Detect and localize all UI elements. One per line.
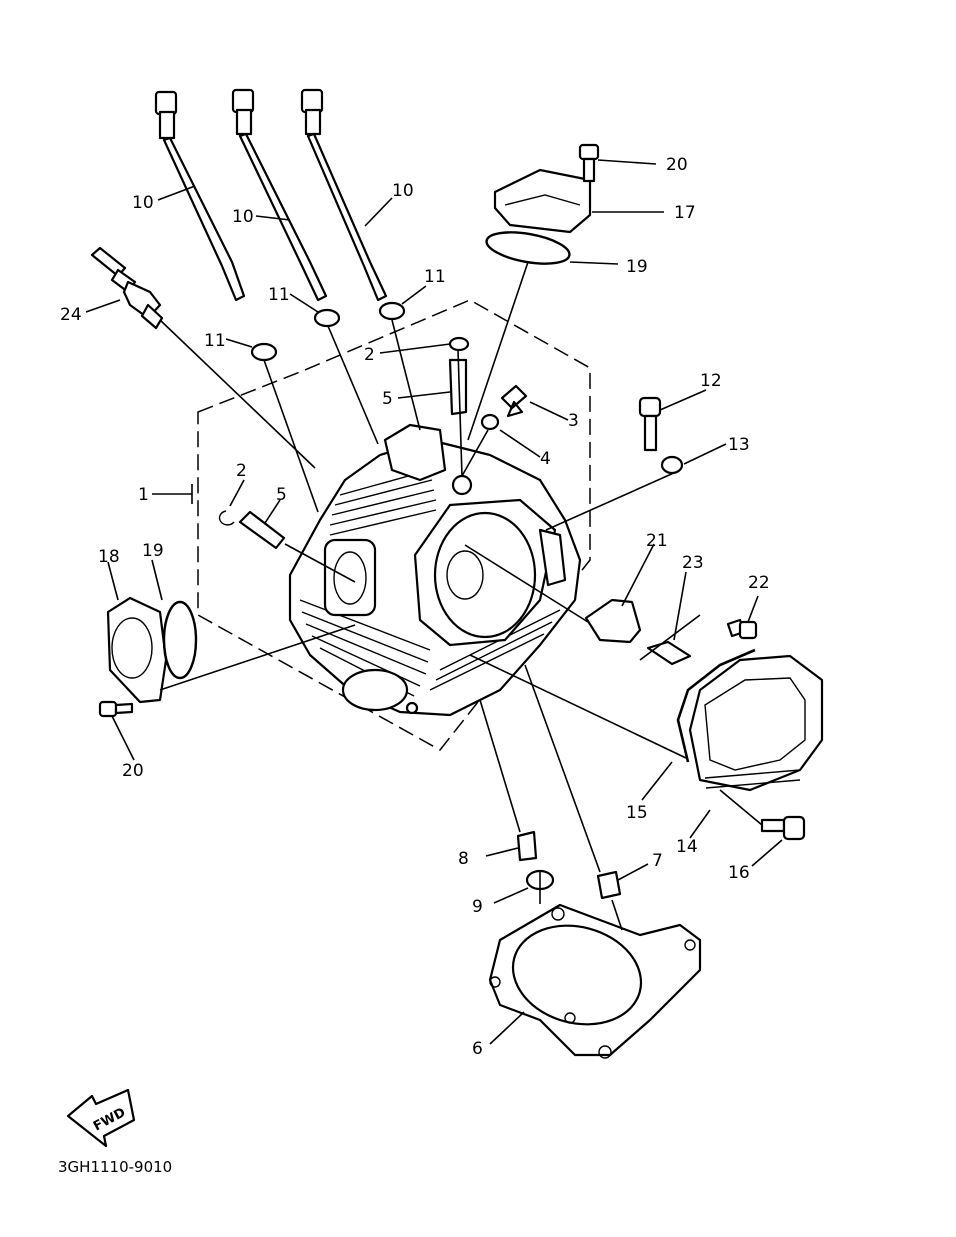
callout-20-top: 20 (666, 155, 688, 175)
cylinder-head (288, 423, 582, 717)
fwd-arrow-icon (66, 1088, 136, 1148)
callout-23: 23 (682, 553, 704, 573)
callout-21: 21 (646, 531, 668, 551)
callout-11-right: 11 (424, 267, 446, 287)
callouts: 10 10 10 11 11 11 24 2 5 3 4 12 13 1 2 5… (60, 155, 770, 1059)
callout-13: 13 (728, 435, 750, 455)
assembly-lines (159, 261, 763, 931)
callout-11-middle: 11 (268, 285, 290, 305)
callout-3: 3 (568, 411, 579, 431)
bolt-22 (726, 618, 758, 640)
head-gasket-6 (488, 903, 702, 1059)
valve-guide-5-left (238, 510, 286, 550)
callout-20-left: 20 (122, 761, 144, 781)
callout-19-left: 19 (142, 541, 164, 561)
callout-19-top: 19 (626, 257, 648, 277)
callout-24: 24 (60, 305, 82, 325)
callout-5-left: 5 (276, 485, 287, 505)
washer-11-middle (313, 308, 341, 328)
callout-10-middle: 10 (232, 207, 254, 227)
washer-11-left (250, 342, 278, 362)
callout-10-right: 10 (392, 181, 414, 201)
callout-9: 9 (472, 897, 483, 917)
callout-22: 22 (748, 573, 770, 593)
callout-7: 7 (652, 851, 663, 871)
spark-plug (90, 246, 164, 330)
washer-4 (480, 413, 500, 431)
callout-14: 14 (676, 837, 698, 857)
bolt-20-left (98, 700, 134, 718)
tensioner-21 (584, 598, 642, 644)
bolt-12 (638, 396, 662, 452)
callout-4: 4 (540, 449, 551, 469)
circlip-2-left (218, 510, 235, 526)
o-ring-19-top (485, 231, 571, 265)
bolt-20-top (578, 143, 600, 183)
callout-8: 8 (458, 849, 469, 869)
dowel-7 (596, 870, 622, 900)
diagram-code: 3GH1110-9010 (58, 1158, 172, 1176)
o-ring-19-left (162, 600, 198, 680)
assembly-boundary (197, 299, 591, 751)
leader-lines (85, 159, 783, 1045)
callout-6: 6 (472, 1039, 483, 1059)
washer-13 (660, 455, 684, 475)
stud-bolt-left (154, 90, 246, 302)
bolt-16 (760, 815, 806, 841)
stud-bolt-middle (231, 88, 328, 302)
callout-1: 1 (138, 485, 149, 505)
callout-16: 16 (728, 863, 750, 883)
circlip-2-top (448, 336, 470, 352)
callout-5-top: 5 (382, 389, 393, 409)
callout-10-left: 10 (132, 193, 154, 213)
cover-18 (106, 596, 168, 704)
dowel-8 (516, 830, 538, 862)
callout-12: 12 (700, 371, 722, 391)
gasket-15 (676, 648, 756, 763)
washer-11-right (378, 301, 406, 321)
callout-2-left: 2 (236, 461, 247, 481)
side-cover-14 (688, 654, 824, 792)
stud-bolt-right (300, 88, 388, 302)
guide-23 (646, 640, 692, 666)
bolt-3 (500, 384, 528, 418)
callout-17: 17 (674, 203, 696, 223)
callout-2-top: 2 (364, 345, 375, 365)
cap-17 (493, 168, 592, 234)
valve-guide-5-top (448, 358, 468, 416)
fwd-arrow: FWD (66, 1088, 136, 1148)
callout-18: 18 (98, 547, 120, 567)
callout-11-left: 11 (204, 331, 226, 351)
callout-15: 15 (626, 803, 648, 823)
